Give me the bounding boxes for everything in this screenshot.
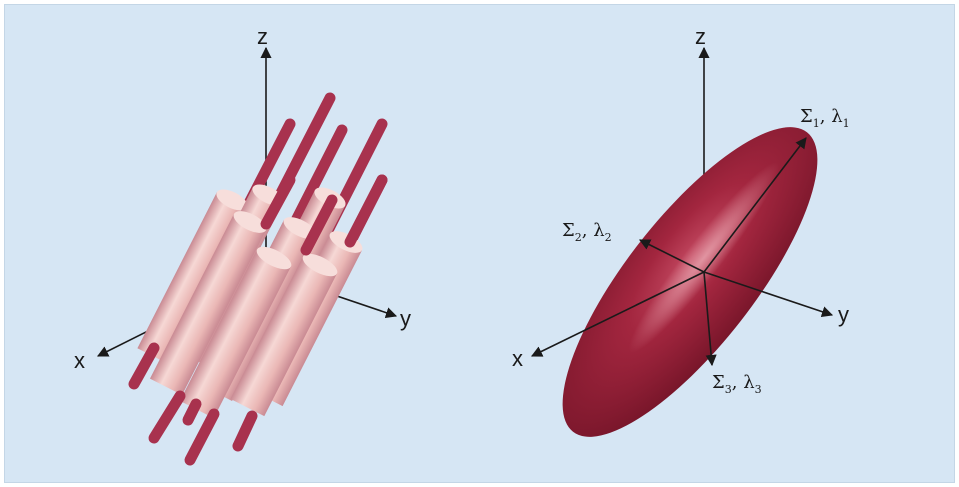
eigenvector-2 [638,239,705,273]
z-axis-label-left: z [257,24,268,49]
z-axis-label-right: z [695,24,706,49]
fiber-sheaths [137,184,363,419]
eigen-label-3: Σ3, λ3 [712,372,762,396]
y-axis-label-left: y [400,306,411,331]
eigen-label-2: Σ2, λ2 [562,220,612,244]
y-axis-right [703,271,834,318]
fiber-cores-bottom [128,342,258,466]
ellipsoid [562,127,818,437]
eigenvector-3 [703,271,717,367]
fiber-bundle-diagram: z y x [74,24,411,466]
ellipsoid-diagram: z y x Σ1, λ1 Σ2, λ2 Σ3, λ3 [512,24,850,437]
eigenvector-1 [703,137,807,273]
x-axis-right [530,271,705,357]
x-axis-label-right: x [512,346,523,371]
fiber-cores-front [260,174,388,256]
eigen-label-1: Σ1, λ1 [800,106,850,130]
figure-panel [4,4,955,483]
y-axis-label-right: y [838,302,849,327]
x-axis-label-left: x [74,348,85,373]
